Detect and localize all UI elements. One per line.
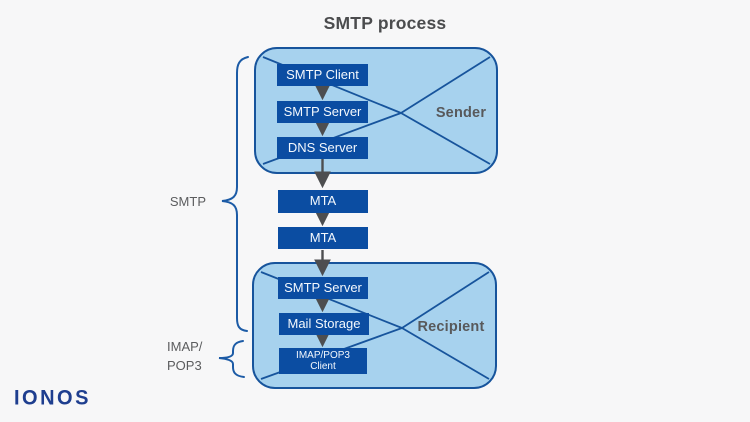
node-mail-storage: Mail Storage: [279, 313, 369, 335]
node-mta-2: MTA: [278, 227, 368, 249]
page-title: SMTP process: [323, 13, 447, 33]
node-smtp-server-recipient: SMTP Server: [278, 277, 368, 299]
node-imap-pop3-client: IMAP/POP3 Client: [279, 348, 367, 374]
node-mta-1: MTA: [278, 190, 368, 213]
imap-pop3-brace-label-line2: POP3: [167, 358, 202, 373]
node-mta-2-label: MTA: [309, 229, 337, 245]
ionos-logo: IONOS: [14, 386, 91, 410]
recipient-label: Recipient: [417, 319, 485, 335]
node-dns-server-label: DNS Server: [287, 139, 358, 155]
sender-label: Sender: [435, 105, 487, 121]
imap-pop3-brace-label: IMAP/ POP3: [167, 337, 202, 375]
node-mail-storage-label: Mail Storage: [287, 315, 361, 331]
node-smtp-server-sender-label: SMTP Server: [283, 103, 362, 119]
imap-pop3-brace-label-line1: IMAP/: [167, 339, 203, 354]
node-imap-pop3-client-label-line1: IMAP/POP3: [296, 350, 350, 361]
node-imap-pop3-client-label-line2: Client: [310, 361, 336, 372]
imap-pop3-scope-brace: [218, 340, 245, 378]
node-dns-server: DNS Server: [277, 137, 368, 159]
smtp-scope-brace: [221, 56, 249, 332]
node-mta-1-label: MTA: [309, 193, 337, 209]
node-smtp-client-label: SMTP Client: [286, 66, 359, 82]
node-smtp-client: SMTP Client: [277, 64, 368, 86]
node-smtp-server-sender: SMTP Server: [277, 101, 368, 123]
node-smtp-server-recipient-label: SMTP Server: [284, 279, 362, 295]
smtp-brace-label: SMTP: [169, 194, 206, 209]
